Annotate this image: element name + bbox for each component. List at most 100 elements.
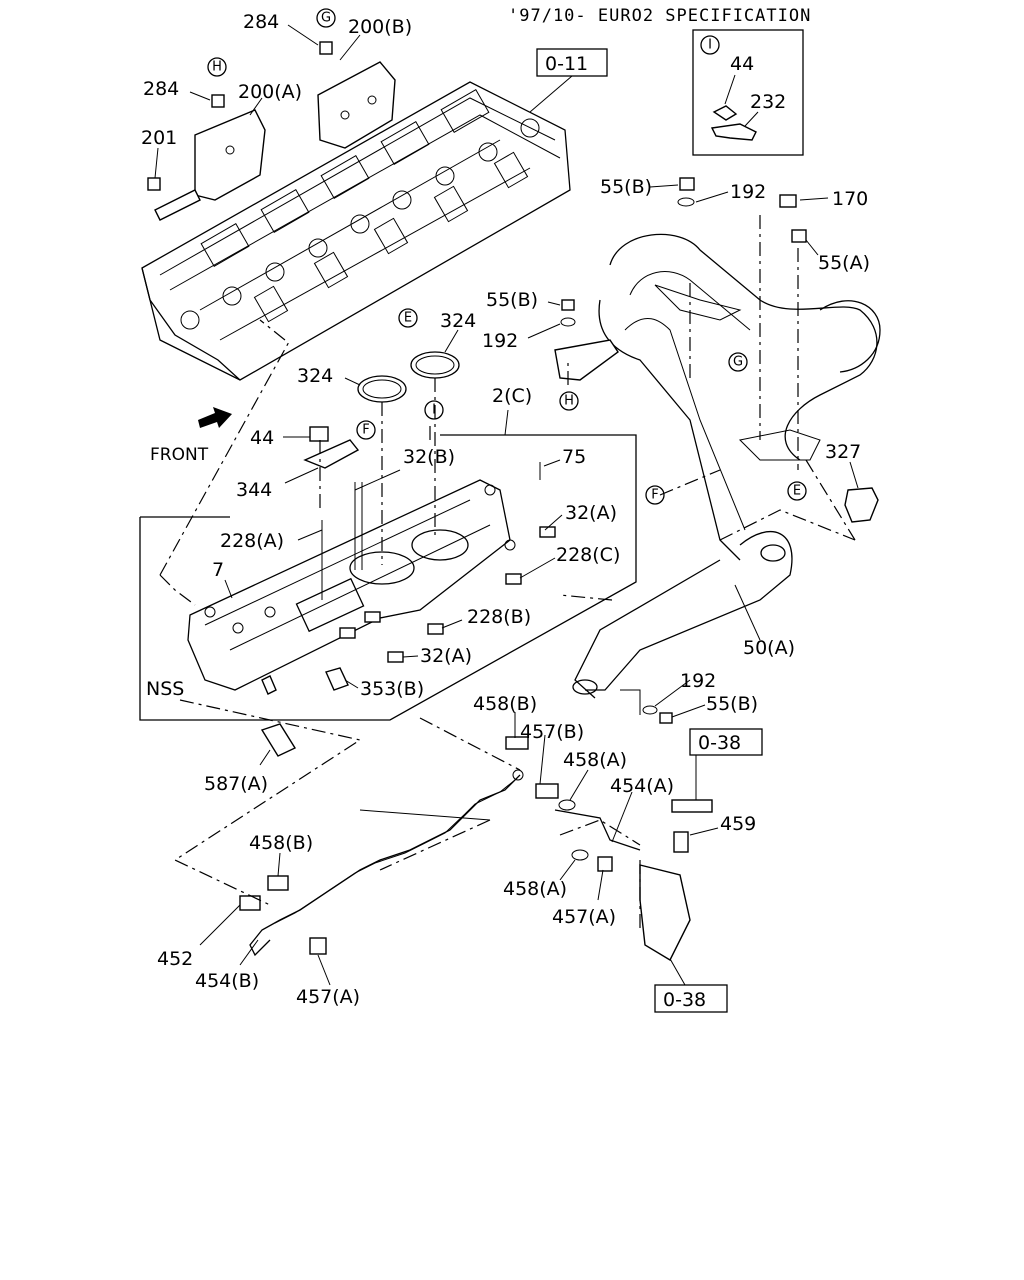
clip-458b-low-icon: [267, 875, 289, 891]
label-284-top: 284: [243, 11, 279, 33]
bracket-h: [554, 339, 619, 381]
label-457b: 457(B): [520, 721, 584, 743]
nut-55b-low-icon: [659, 712, 673, 724]
washer-458a-top-icon: [558, 799, 576, 811]
nut-55a-icon: [791, 229, 807, 243]
water-pipe-drawing: [249, 769, 641, 957]
label-32a-mid: 32(A): [420, 645, 472, 667]
label-454b: 454(B): [195, 970, 259, 992]
washer-192-low-icon: [642, 705, 658, 715]
marker-f-right: F: [645, 485, 665, 505]
label-457a-right: 457(A): [552, 906, 616, 928]
marker-g-mid: G: [728, 352, 748, 372]
label-458a-top: 458(A): [563, 749, 627, 771]
label-170: 170: [832, 188, 868, 210]
nut-55b-mid-icon: [561, 299, 575, 311]
label-44: 44: [250, 427, 274, 449]
label-200b: 200(B): [348, 16, 412, 38]
nut-55b-top-icon: [679, 177, 695, 191]
front-arrow-icon: [198, 407, 232, 428]
label-192-top: 192: [730, 181, 766, 203]
label-459: 459: [720, 813, 756, 835]
marker-f-left: F: [356, 420, 376, 440]
hose-clamp-icon: [671, 799, 713, 813]
bolt-459-icon: [673, 831, 689, 853]
marker-e-right: E: [787, 481, 807, 501]
svg-text:G: G: [321, 11, 331, 26]
label-55a: 55(A): [818, 252, 870, 274]
bolt-457b-icon: [535, 783, 559, 799]
label-nss: NSS: [146, 678, 184, 700]
sensor-353b-icon: [325, 667, 349, 691]
marker-h-mid: H: [559, 391, 579, 411]
label-32b: 32(B): [403, 446, 455, 468]
svg-text:E: E: [404, 311, 412, 326]
bracket-232-icon: [710, 123, 757, 141]
svg-text:F: F: [362, 423, 369, 438]
label-50a: 50(A): [743, 637, 795, 659]
manifold-group-box: [139, 434, 637, 721]
label-7: 7: [212, 559, 224, 581]
label-353b: 353(B): [360, 678, 424, 700]
ref-box-0-38-top[interactable]: 0-38: [689, 728, 763, 756]
svg-text:E: E: [793, 484, 801, 499]
bolt-284-top-icon: [319, 41, 333, 55]
label-458b-low: 458(B): [249, 832, 313, 854]
bolt-452-icon: [239, 895, 261, 911]
label-344: 344: [236, 479, 272, 501]
inset-label-232: 232: [750, 91, 786, 113]
label-32a-right: 32(A): [565, 502, 617, 524]
ref-0-11-label: 0-11: [545, 53, 588, 75]
label-192-mid: 192: [482, 330, 518, 352]
ref-0-38-top-label: 0-38: [698, 732, 741, 754]
label-458a-low: 458(A): [503, 878, 567, 900]
label-284-left: 284: [143, 78, 179, 100]
valve-327-icon: [844, 487, 879, 523]
front-label: FRONT: [150, 445, 209, 465]
label-2c: 2(C): [492, 385, 532, 407]
inset-box: I 44 232: [692, 29, 804, 156]
label-228c: 228(C): [556, 544, 620, 566]
marker-h-left: H: [207, 57, 227, 77]
label-324-left: 324: [297, 365, 333, 387]
svg-text:I: I: [432, 403, 436, 418]
egr-pipe-drawing: [572, 233, 881, 699]
bolt-457a-bottom-icon: [309, 937, 327, 955]
label-458b-top: 458(B): [473, 693, 537, 715]
svg-text:G: G: [733, 355, 743, 370]
bolt-284-left-icon: [211, 94, 225, 108]
cylinder-head-drawing: [141, 81, 571, 381]
marker-e-top: E: [398, 308, 418, 328]
bracket-200a: [194, 109, 266, 201]
bracket-0-38: [639, 864, 691, 961]
label-75: 75: [562, 446, 586, 468]
ref-0-38-bottom-label: 0-38: [663, 989, 706, 1011]
spec-header: '97/10- EURO2 SPECIFICATION: [508, 6, 811, 26]
ref-box-0-38-bottom[interactable]: 0-38: [654, 984, 728, 1013]
nut-icon: [712, 105, 738, 121]
label-457a-bottom: 457(A): [296, 986, 360, 1008]
label-587a: 587(A): [204, 773, 268, 795]
label-228b: 228(B): [467, 606, 531, 628]
svg-text:H: H: [564, 394, 574, 409]
svg-text:F: F: [651, 488, 658, 503]
washer-458a-low-icon: [571, 849, 589, 861]
label-192-low: 192: [680, 670, 716, 692]
label-55b-low: 55(B): [706, 693, 758, 715]
label-201: 201: [141, 127, 177, 149]
washer-192-top-icon: [677, 197, 695, 207]
marker-i-mid: I: [424, 400, 444, 420]
label-55b-top: 55(B): [600, 176, 652, 198]
bolt-457a-right-icon: [597, 856, 613, 872]
label-228a: 228(A): [220, 530, 284, 552]
svg-text:H: H: [212, 60, 222, 75]
bolt-201-icon: [147, 177, 161, 191]
inset-marker-i: I: [708, 38, 712, 53]
marker-g-top: G: [316, 8, 336, 28]
ref-box-0-11[interactable]: 0-11: [536, 48, 608, 77]
label-327: 327: [825, 441, 861, 463]
nut-44-icon: [309, 426, 329, 442]
bracket-200b: [317, 61, 396, 149]
intake-manifold-drawing: [187, 479, 516, 691]
